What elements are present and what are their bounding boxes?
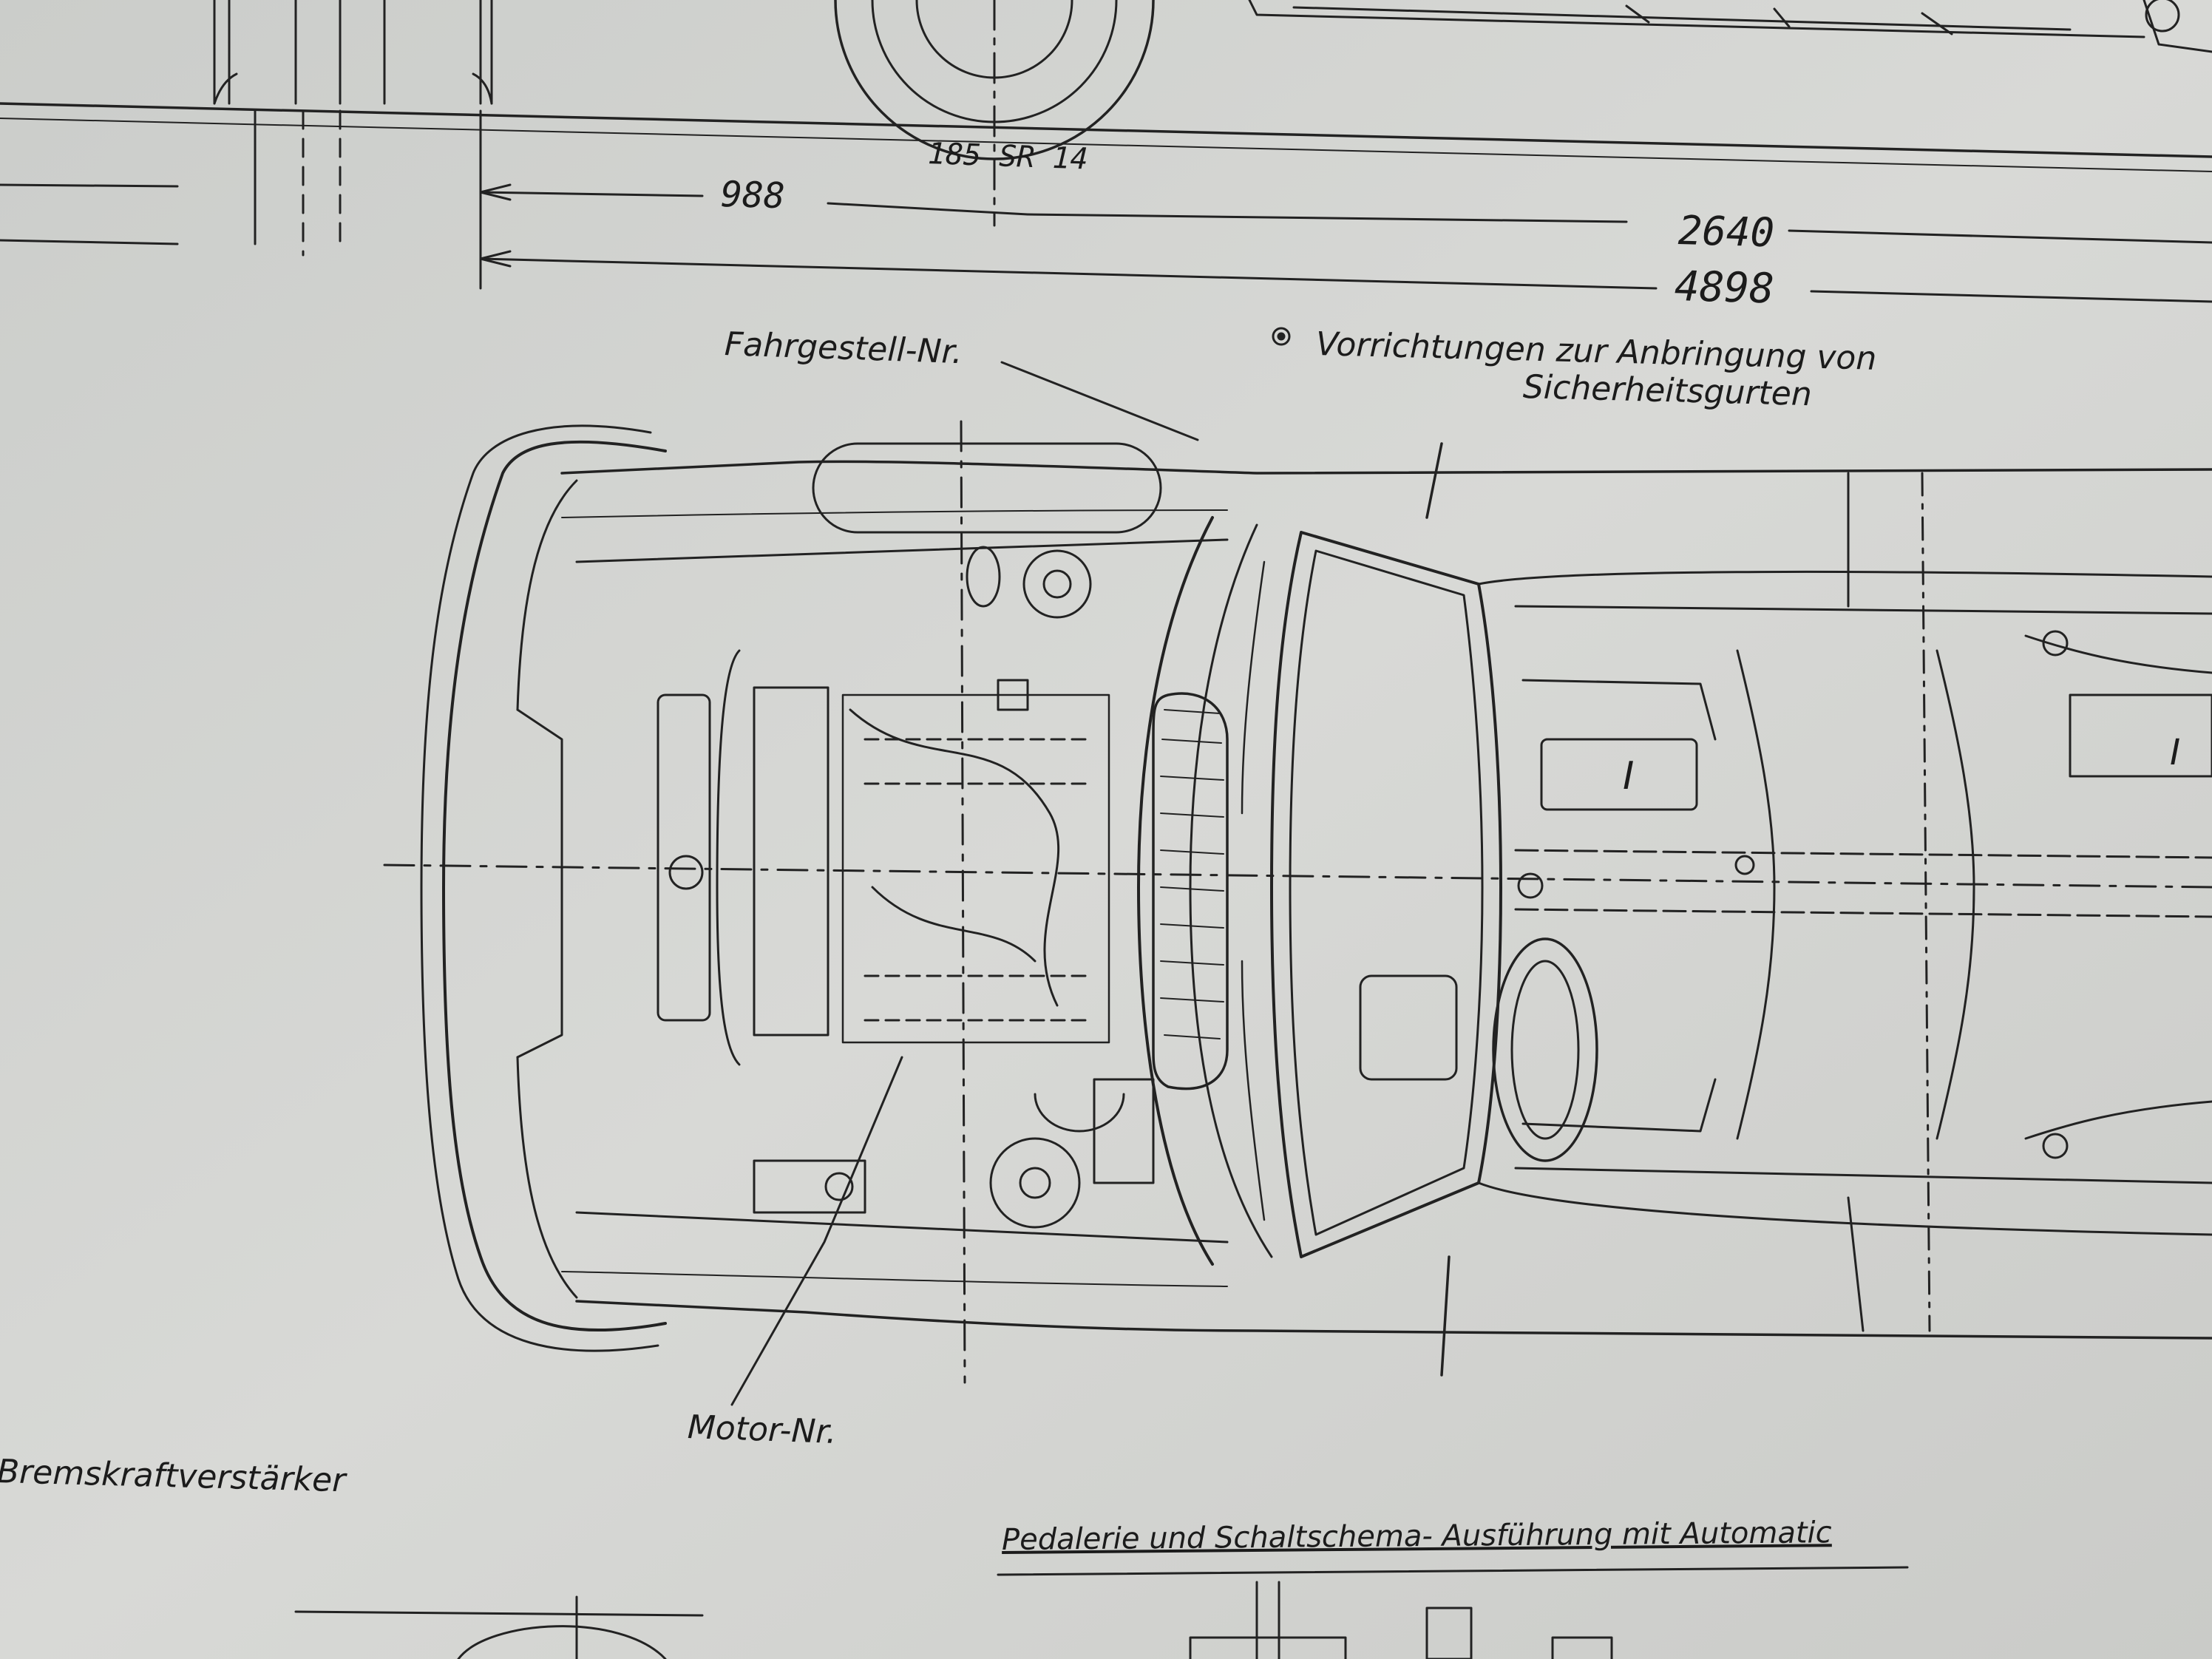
mark-I-front: I [1623, 754, 1635, 798]
side-view-fragment [0, 0, 2212, 227]
tire-size-label: 185 SR 14 [927, 137, 1089, 177]
leader-lines [730, 361, 1199, 1406]
engine-number-label: Motor-Nr. [687, 1408, 838, 1452]
front-overhang-dimension: 988 [720, 174, 786, 217]
overall-length-dimension: 4898 [1674, 262, 1775, 313]
engine-bay [383, 420, 2212, 1384]
wheelbase-dimension: 2640 [1677, 207, 1775, 257]
seatbelt-marker-icon [1272, 327, 1291, 346]
mark-I-rear: I [2170, 732, 2181, 773]
section-title: Pedalerie und Schaltschema- Ausführung m… [1001, 1516, 1832, 1557]
car-body-outline [420, 424, 2212, 1377]
dimension-lines [0, 109, 2212, 303]
seatbelt-note-line2: Sicherheitsgurten [1522, 368, 1813, 414]
cabin-interior [1241, 560, 2212, 1221]
pedal-schematic-fragment [294, 1566, 1909, 1659]
